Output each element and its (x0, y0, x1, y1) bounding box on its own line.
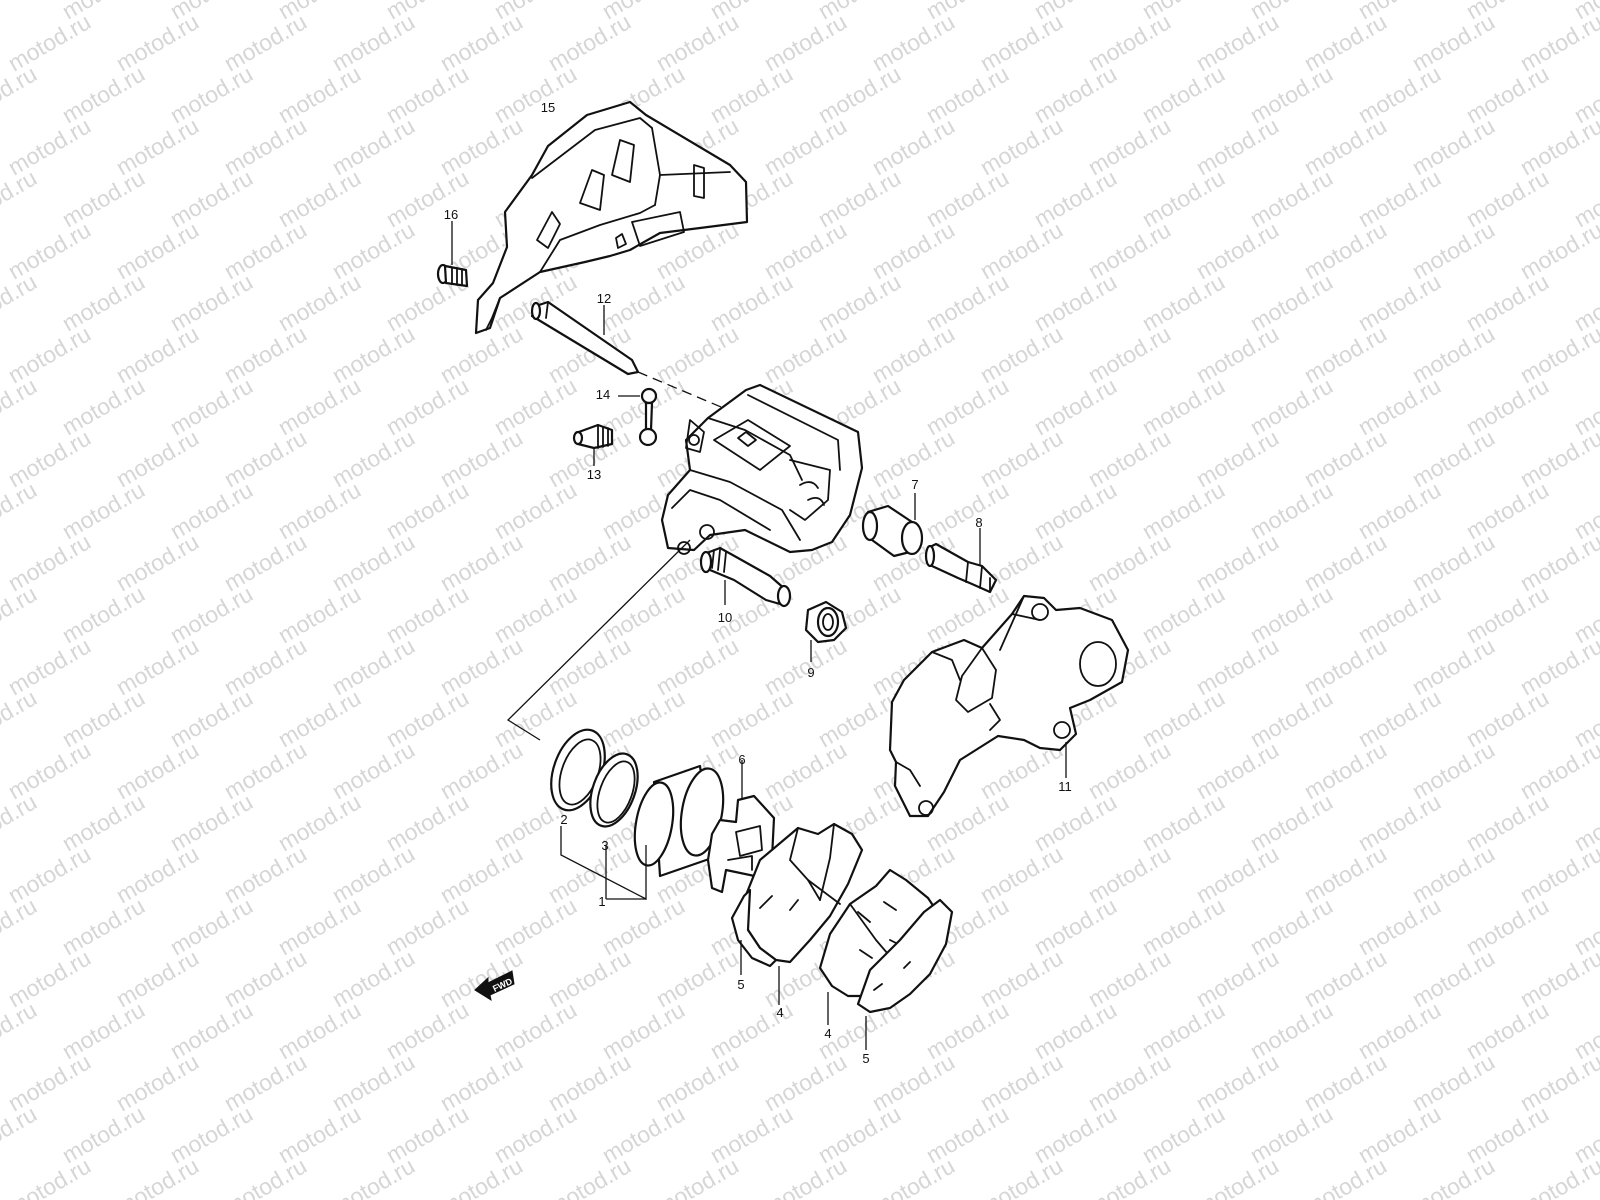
callout-4-right: 4 (824, 1026, 831, 1041)
watermark-text: motod.ru (1516, 1152, 1600, 1200)
callout-6: 6 (738, 752, 745, 767)
part-11-caliper-bracket (888, 594, 1130, 818)
watermark-text: motod.ru (1516, 424, 1600, 492)
watermark-text: motod.ru (0, 60, 41, 128)
watermark-text: motod.ru (220, 1152, 312, 1200)
watermark-text: motod.ru (868, 1152, 960, 1200)
part-8-sleeve-bolt (924, 542, 998, 594)
part-3-dust-seal (589, 752, 639, 828)
watermark-text: motod.ru (1516, 112, 1600, 180)
callout-11: 11 (1058, 779, 1072, 794)
callout-12: 12 (597, 291, 611, 306)
watermark-text: motod.ru (1516, 944, 1600, 1012)
watermark-text: motod.ru (1516, 8, 1600, 76)
watermark-text: motod.ru (1084, 1152, 1176, 1200)
watermark-text: motod.ru (0, 996, 41, 1064)
part-5-pad-shim-outer (856, 898, 954, 1014)
part-4-brake-pad-inner (742, 822, 864, 964)
watermark-text: motod.ru (1516, 216, 1600, 284)
part-15-caliper-guard (474, 100, 749, 335)
callout-3: 3 (601, 838, 608, 853)
watermark-text: motod.ru (1516, 1048, 1600, 1116)
part-14-bleeder-cap (638, 387, 658, 447)
callout-13: 13 (587, 467, 601, 482)
watermark-text: motod.ru (0, 476, 41, 544)
watermark-text: motod.ru (0, 164, 41, 232)
watermark-text: motod.ru (760, 1152, 852, 1200)
callout-2: 2 (560, 812, 567, 827)
part-5-pad-shim-inner (730, 888, 778, 968)
seal-kit-assembly-line (506, 539, 691, 741)
watermark-text: motod.ru (1516, 840, 1600, 908)
watermark-text: motod.ru (544, 1152, 636, 1200)
watermark-text: motod.ru (0, 1100, 41, 1168)
watermark-text: motod.ru (0, 0, 41, 24)
callout-5-right: 5 (862, 1051, 869, 1066)
watermark-text: motod.ru (976, 1152, 1068, 1200)
watermark-text: motod.ru (112, 1152, 204, 1200)
callout-8: 8 (975, 515, 982, 530)
watermark-text: motod.ru (0, 580, 41, 648)
part-9-boot (804, 600, 848, 644)
part-10-pin-bolt (699, 546, 792, 608)
watermark-text: motod.ru (1300, 1152, 1392, 1200)
callout-14: 14 (596, 387, 610, 402)
watermark-text: motod.ru (0, 268, 41, 336)
watermark-text: motod.ru (1192, 1152, 1284, 1200)
part-13-bleeder-valve (572, 423, 614, 450)
watermark-text: motod.ru (1516, 320, 1600, 388)
watermark-text: motod.ru (328, 1152, 420, 1200)
watermark-text: motod.ru (0, 892, 41, 960)
watermark-text: motod.ru (4, 1152, 96, 1200)
callout-10: 10 (718, 610, 732, 625)
watermark-text: motod.ru (436, 1152, 528, 1200)
callout-5-left: 5 (737, 977, 744, 992)
watermark-text: motod.ru (0, 372, 41, 440)
callout-9: 9 (807, 665, 814, 680)
watermark-text: motod.ru (652, 1152, 744, 1200)
callout-15: 15 (541, 100, 555, 115)
watermark-text: motod.ru (0, 684, 41, 752)
part-caliper-body (660, 383, 864, 555)
callout-7: 7 (911, 477, 918, 492)
watermark-text: motod.ru (1516, 632, 1600, 700)
watermark-text: motod.ru (1516, 528, 1600, 596)
callout-1: 1 (598, 894, 605, 909)
watermark-text: motod.ru (0, 788, 41, 856)
part-16-bolt (436, 263, 469, 288)
callout-4-left: 4 (776, 1005, 783, 1020)
watermark-text: motod.ru (1516, 736, 1600, 804)
part-1-piston (633, 764, 725, 878)
callout-16: 16 (444, 207, 458, 222)
watermark-text: motod.ru (1408, 1152, 1500, 1200)
part-7-boot (861, 504, 924, 558)
